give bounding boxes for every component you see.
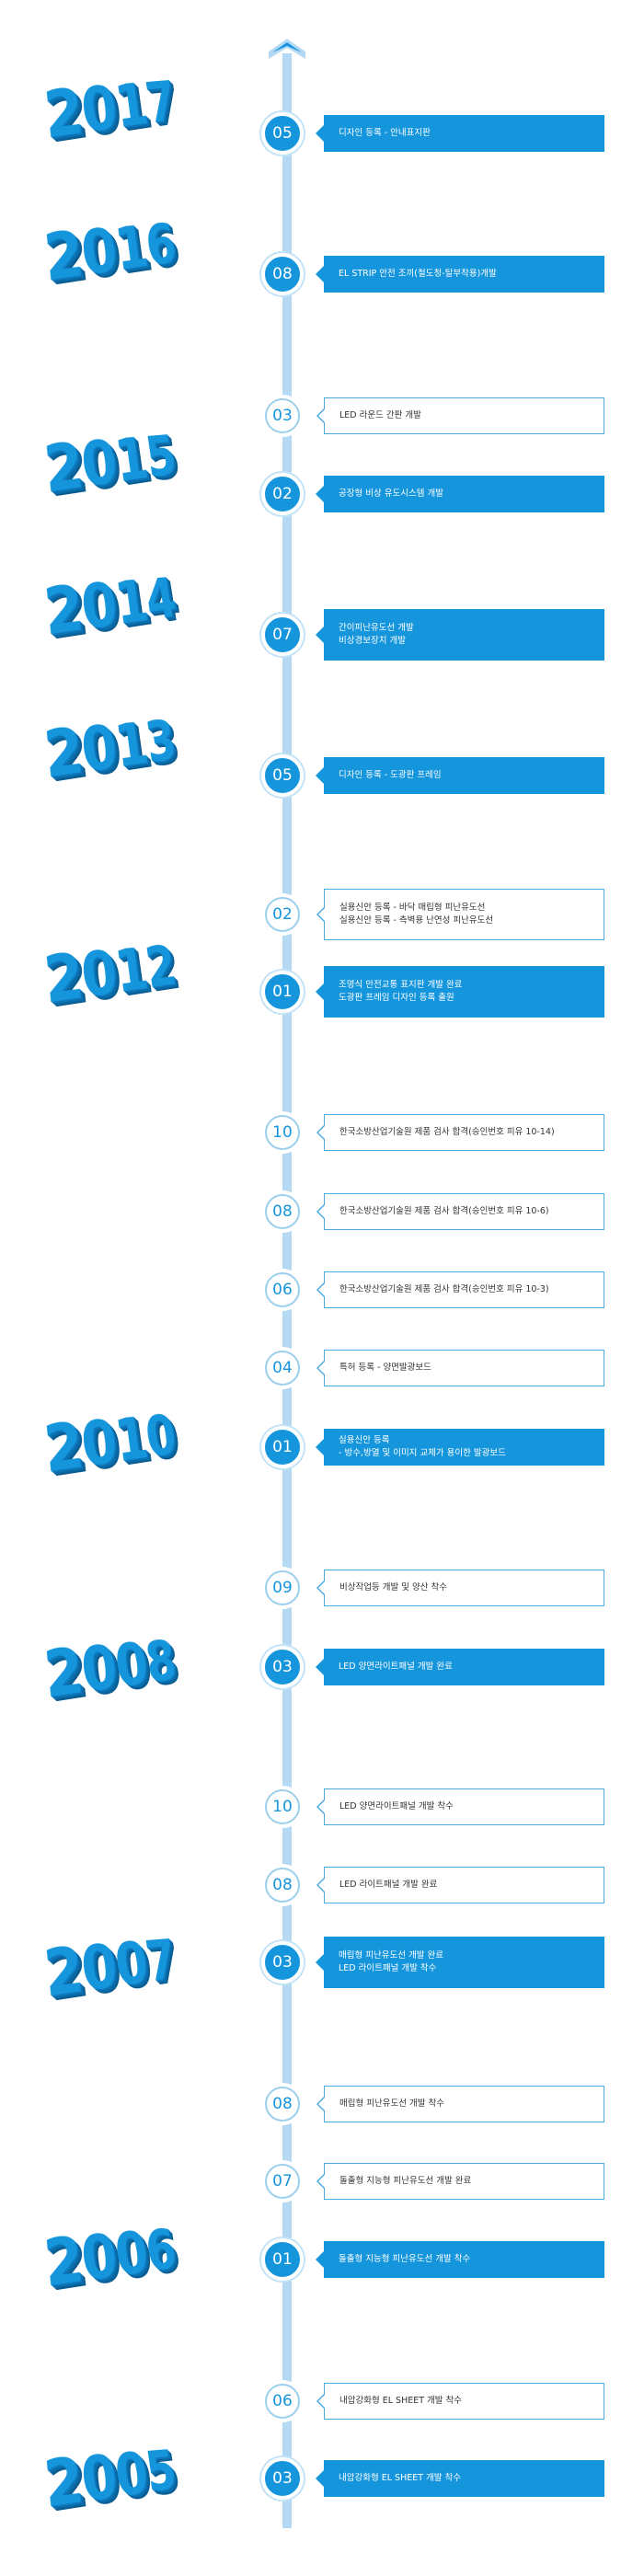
event-text: 디자인 등록 - 도광판 프레임	[339, 770, 442, 780]
month-badge: 01	[265, 974, 300, 1009]
event-text: 공장형 비상 유도시스템 개발	[339, 489, 443, 499]
month-badge: 10	[265, 1789, 300, 1824]
event-text: LED 양면라이트패널 개발 완료	[339, 1662, 453, 1672]
event-text: 도광판 프레임 디자인 등록 출원	[339, 993, 454, 1003]
event-box: 한국소방산업기술원 제품 검사 합격(승인번호 피유 10-3)	[316, 1271, 604, 1308]
month-badge: 06	[265, 2384, 300, 2419]
event-box: 매립형 피난유도선 개발 착수	[316, 2086, 604, 2122]
event-box: 디자인 등록 - 도광판 프레임	[316, 757, 604, 794]
event-text: LED 라이트패널 개발 착수	[339, 1963, 437, 1973]
event-text: 실용신안 등록 - 측벽용 난연성 피난유도선	[339, 915, 494, 926]
event-box: LED 라운드 간판 개발	[316, 397, 604, 434]
month-badge: 01	[265, 1430, 300, 1465]
year-label: 2008	[40, 1628, 179, 1713]
event-box: 매립형 피난유도선 개발 완료 LED 라이트패널 개발 착수	[316, 1937, 604, 1988]
event-box: LED 양면라이트패널 개발 완료	[316, 1649, 604, 1685]
year-label: 2016	[40, 212, 179, 296]
year-label: 2017	[40, 69, 179, 154]
event-text: EL STRIP 안전 조끼(철도청-탈부착용)개발	[339, 269, 497, 279]
month-badge: 03	[265, 2461, 300, 2496]
month-badge: 07	[265, 2164, 300, 2199]
month-badge: 08	[265, 1868, 300, 1903]
year-label: 2013	[40, 708, 179, 793]
month-badge: 07	[265, 617, 300, 652]
year-label: 2006	[40, 2217, 179, 2302]
event-text: 특허 등록 - 양면발광보드	[339, 1363, 431, 1373]
event-text: 간이피난유도선 개발	[339, 623, 414, 633]
event-text: LED 양면라이트패널 개발 착수	[339, 1801, 454, 1811]
month-badge: 02	[265, 897, 300, 932]
event-text: 비상작업등 개발 및 양산 착수	[339, 1582, 447, 1593]
month-badge: 04	[265, 1351, 300, 1386]
event-box: EL STRIP 안전 조끼(철도청-탈부착용)개발	[316, 256, 604, 293]
event-text: 매립형 피난유도선 개발 완료	[339, 1950, 443, 1961]
scroll-top-arrow-icon[interactable]	[267, 37, 307, 61]
event-box: 공장형 비상 유도시스템 개발	[316, 476, 604, 512]
event-text: 한국소방산업기술원 제품 검사 합격(승인번호 피유 10-6)	[339, 1206, 549, 1216]
event-text: LED 라이트패널 개발 완료	[339, 1880, 438, 1890]
event-text: - 방수,방열 및 이미지 교체가 용이한 발광보드	[339, 1448, 506, 1458]
month-badge: 08	[265, 257, 300, 292]
month-badge: 06	[265, 1272, 300, 1307]
event-box: 특허 등록 - 양면발광보드	[316, 1350, 604, 1386]
event-box: 디자인 등록 - 안내표지판	[316, 115, 604, 152]
event-box: 내압강화형 EL SHEET 개발 착수	[316, 2460, 604, 2497]
month-badge: 05	[265, 116, 300, 151]
year-label: 2014	[40, 566, 179, 650]
event-box: LED 라이트패널 개발 완료	[316, 1867, 604, 1903]
event-text: 한국소방산업기술원 제품 검사 합격(승인번호 피유 10-14)	[339, 1127, 555, 1137]
event-text: 돌출형 지능형 피난유도선 개발 완료	[339, 2176, 472, 2186]
event-text: 한국소방산업기술원 제품 검사 합격(승인번호 피유 10-3)	[339, 1284, 549, 1294]
event-text: 실용신안 등록	[339, 1435, 390, 1445]
year-label: 2005	[40, 2438, 179, 2523]
event-text: 내압강화형 EL SHEET 개발 착수	[339, 2396, 463, 2406]
event-text: LED 라운드 간판 개발	[339, 410, 421, 420]
event-box: 내압강화형 EL SHEET 개발 착수	[316, 2383, 604, 2420]
month-badge: 09	[265, 1570, 300, 1605]
event-text: 비상경보장치 개발	[339, 636, 406, 646]
event-box: 돌출형 지능형 피난유도선 개발 완료	[316, 2163, 604, 2200]
year-label: 2007	[40, 1927, 179, 2012]
month-badge: 08	[265, 1194, 300, 1229]
event-text: 내압강화형 EL SHEET 개발 착수	[339, 2473, 462, 2483]
month-badge: 03	[265, 398, 300, 433]
event-text: 조명식 안전교통 표지판 개발 완료	[339, 980, 463, 990]
event-box: 한국소방산업기술원 제품 검사 합격(승인번호 피유 10-14)	[316, 1114, 604, 1151]
event-box: 한국소방산업기술원 제품 검사 합격(승인번호 피유 10-6)	[316, 1193, 604, 1230]
month-badge: 08	[265, 2087, 300, 2122]
event-text: 디자인 등록 - 안내표지판	[339, 128, 431, 138]
event-box: LED 양면라이트패널 개발 착수	[316, 1788, 604, 1825]
month-badge: 01	[265, 2242, 300, 2277]
event-box: 돌출형 지능형 피난유도선 개발 착수	[316, 2241, 604, 2278]
year-label: 2010	[40, 1403, 179, 1488]
month-badge: 10	[265, 1115, 300, 1150]
month-badge: 05	[265, 758, 300, 793]
event-box: 비상작업등 개발 및 양산 착수	[316, 1570, 604, 1606]
year-label: 2012	[40, 934, 179, 1018]
event-text: 매립형 피난유도선 개발 착수	[339, 2099, 444, 2109]
month-badge: 03	[265, 1945, 300, 1980]
year-label: 2015	[40, 423, 179, 508]
event-box: 실용신안 등록 - 방수,방열 및 이미지 교체가 용이한 발광보드	[316, 1429, 604, 1466]
event-text: 실용신안 등록 - 바닥 매립형 피난유도선	[339, 903, 486, 913]
month-badge: 03	[265, 1650, 300, 1685]
month-badge: 02	[265, 477, 300, 512]
event-text: 돌출형 지능형 피난유도선 개발 착수	[339, 2254, 471, 2264]
